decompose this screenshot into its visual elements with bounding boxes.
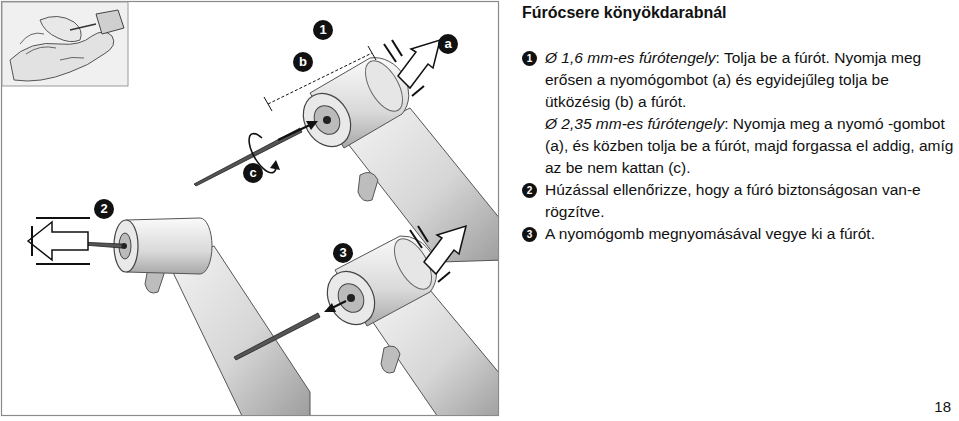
shaft-size: Ø 2,35 mm-es fúrótengely — [545, 115, 724, 132]
step-number: 2 — [522, 183, 537, 198]
callout-number: 3 — [333, 243, 353, 263]
pull-arrow — [28, 218, 90, 264]
handpiece-2 — [114, 218, 310, 415]
step-paragraph: A nyomógomb megnyomásával vegye ki a fúr… — [545, 223, 954, 245]
step-paragraph: Húzással ellenőrizze, hogy a fúró bizton… — [545, 179, 954, 223]
step-paragraph: Ø 2,35 mm-es fúrótengely: Nyomja meg a n… — [545, 113, 954, 179]
callout-number: 1 — [313, 20, 333, 40]
callout-number: 2 — [94, 199, 114, 219]
callout-number: c — [243, 163, 263, 183]
instruction-step: 1 Ø 1,6 mm-es fúrótengely: Tolja be a fúr… — [522, 47, 954, 179]
step-paragraph: Ø 1,6 mm-es fúrótengely: Tolja be a fúró… — [545, 47, 954, 113]
drill-bit — [234, 313, 320, 360]
instruction-text: A nyomógomb megnyomásával vegye ki a fúr… — [545, 225, 875, 242]
push-arrow — [410, 226, 466, 282]
instruction-text: Húzással ellenőrizze, hogy a fúró bizton… — [545, 181, 921, 220]
dimension-line — [268, 53, 372, 104]
inset-photo — [2, 2, 128, 86]
push-arrow — [384, 40, 440, 96]
handpiece-3 — [318, 233, 498, 415]
step-body: Ø 1,6 mm-es fúrótengely: Tolja be a fúró… — [545, 47, 954, 179]
instruction-list: 1 Ø 1,6 mm-es fúrótengely: Tolja be a fúr… — [522, 47, 954, 245]
shaft-size: Ø 1,6 mm-es fúrótengely — [545, 49, 716, 66]
handpiece-1 — [294, 55, 498, 262]
page-title: Fúrócsere könyökdarabnál — [522, 4, 727, 22]
callout-number: b — [293, 52, 313, 72]
step-number: 1 — [522, 51, 537, 66]
step-number: 3 — [522, 227, 537, 242]
page-number: 18 — [934, 398, 951, 415]
instruction-step: 2 Húzással ellenőrizze, hogy a fúró bizto… — [522, 179, 954, 223]
callout-number: a — [438, 34, 458, 54]
instruction-step: 3 A nyomógomb megnyomásával vegye ki a fú… — [522, 223, 954, 245]
step-body: A nyomógomb megnyomásával vegye ki a fúr… — [545, 223, 954, 245]
step-body: Húzással ellenőrizze, hogy a fúró bizton… — [545, 179, 954, 223]
